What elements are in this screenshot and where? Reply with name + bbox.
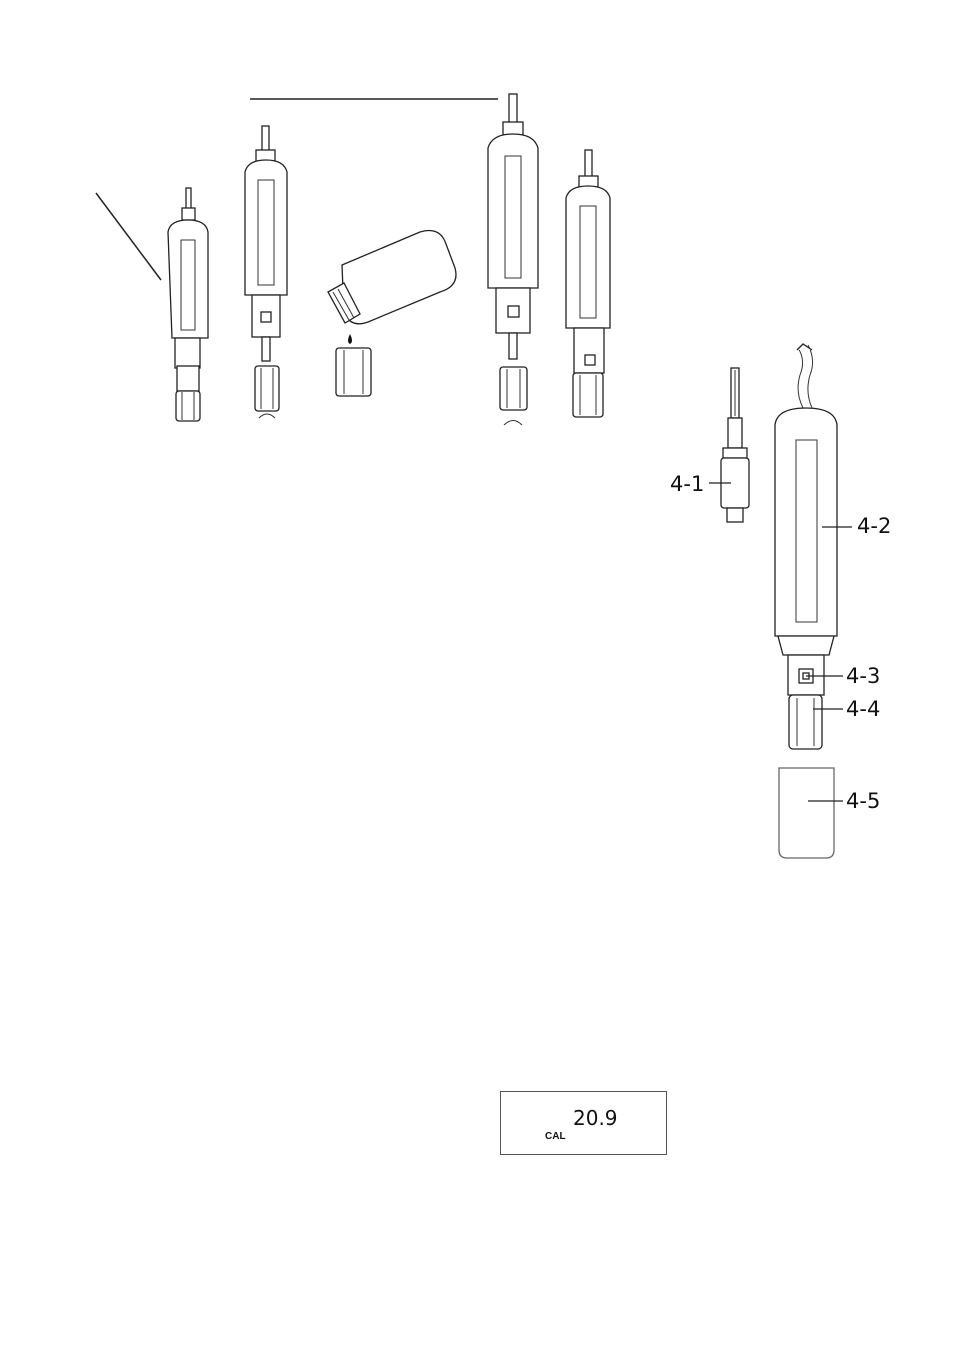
part-label-4-1: 4-1 [670, 472, 704, 496]
probe-illustration-d [566, 150, 610, 417]
probe-illustration-c [488, 94, 538, 425]
lcd-display: 20.9 CAL [500, 1091, 667, 1155]
part-label-4-2: 4-2 [857, 514, 891, 538]
part-label-4-5: 4-5 [846, 789, 880, 813]
probe-parts-illustration [709, 344, 852, 858]
part-label-4-4: 4-4 [846, 697, 880, 721]
leader-line-diagonal [96, 193, 161, 280]
part-label-4-3: 4-3 [846, 664, 880, 688]
lcd-cal-indicator: CAL [545, 1131, 566, 1142]
probe-illustration-b [245, 126, 287, 418]
electrolyte-bottle-illustration [328, 231, 456, 397]
lcd-reading-value: 20.9 [573, 1106, 618, 1130]
probe-illustration-a [168, 188, 208, 421]
